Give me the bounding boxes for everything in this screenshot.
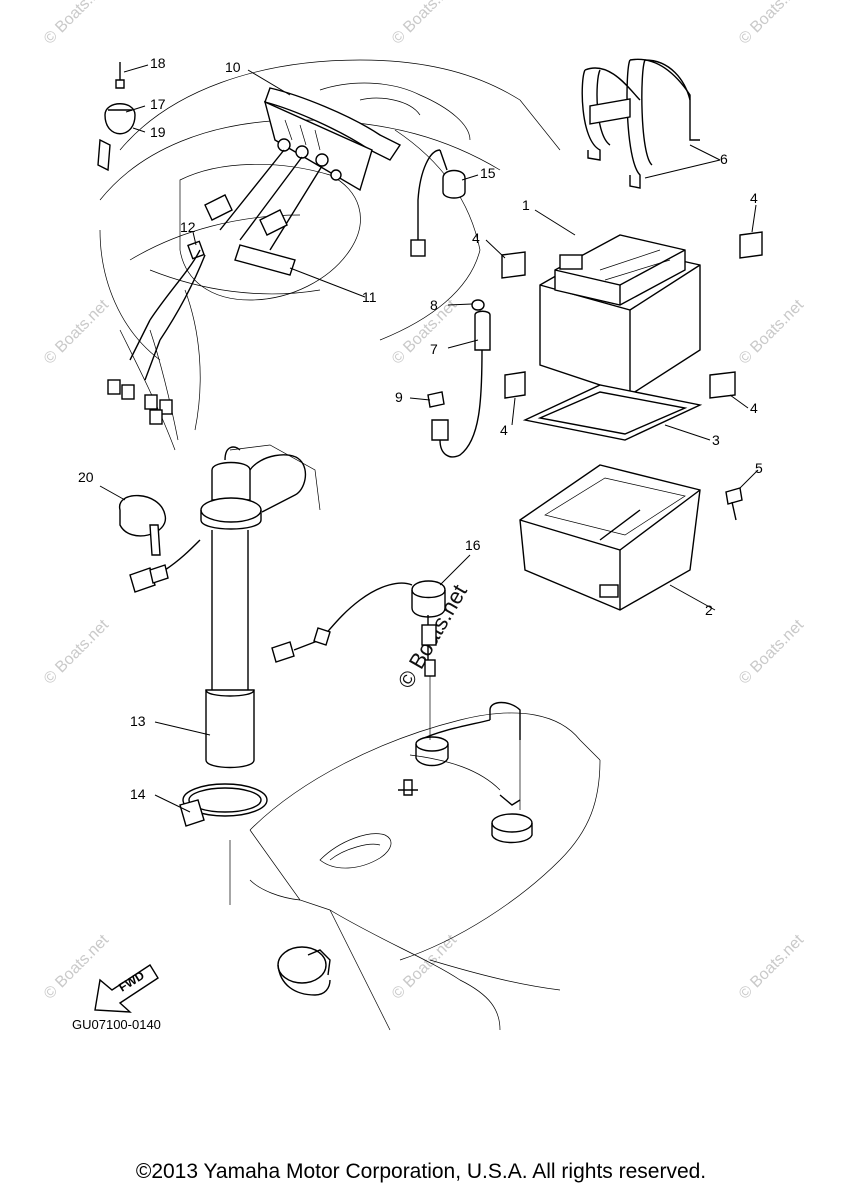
callout-18: 18 <box>150 55 166 71</box>
copyright-text: ©2013 Yamaha Motor Corporation, U.S.A. A… <box>135 1160 707 1183</box>
filler-neck <box>277 946 331 996</box>
callout-20: 20 <box>78 469 94 485</box>
deck-outline <box>229 712 601 1031</box>
sensor-15 <box>410 149 466 257</box>
callout-17: 17 <box>150 96 166 112</box>
fuel-sender <box>271 580 446 677</box>
battery-band <box>581 58 700 189</box>
callout-19: 19 <box>150 124 166 140</box>
fuel-pickup <box>200 444 321 769</box>
left-connectors <box>107 319 173 425</box>
watermark: © Boats.net <box>41 616 113 688</box>
watermark: © Boats.net <box>389 296 461 368</box>
fwd-arrow: FWD <box>94 964 159 1013</box>
fuel-tank-top <box>398 675 533 844</box>
labels-4 <box>501 231 763 399</box>
callout-2: 2 <box>705 602 713 618</box>
callout-4: 4 <box>750 190 758 206</box>
watermark: © Boats.net <box>41 0 113 48</box>
callout-numbers: 1 2 3 4 4 4 4 5 6 7 8 9 10 11 12 13 14 1… <box>78 55 763 802</box>
callout-6: 6 <box>720 151 728 167</box>
meter-unit <box>263 87 402 192</box>
hose-clamp <box>179 783 268 827</box>
battery <box>539 98 701 396</box>
callout-15: 15 <box>480 165 496 181</box>
watermark: © Boats.net <box>736 931 808 1003</box>
vent-hose <box>427 299 491 458</box>
callout-1: 1 <box>522 197 530 213</box>
watermark: © Boats.net <box>736 296 808 368</box>
callout-4: 4 <box>750 400 758 416</box>
watermark: © Boats.net <box>736 616 808 688</box>
watermark: © Boats.net <box>389 0 461 48</box>
callout-8: 8 <box>430 297 438 313</box>
callout-3: 3 <box>712 432 720 448</box>
watermark: © Boats.net <box>389 931 461 1003</box>
battery-box <box>519 464 701 611</box>
callout-7: 7 <box>430 341 438 357</box>
callout-10: 10 <box>225 59 241 75</box>
callout-16: 16 <box>465 537 481 553</box>
watermark: © Boats.net <box>736 0 808 48</box>
meter-harness <box>149 149 323 341</box>
callout-9: 9 <box>395 389 403 405</box>
bolt-5 <box>725 487 743 521</box>
callout-4: 4 <box>500 422 508 438</box>
band-20 <box>119 494 166 556</box>
callout-12: 12 <box>180 219 196 235</box>
callout-14: 14 <box>130 786 146 802</box>
callout-13: 13 <box>130 713 146 729</box>
strap-clamp <box>97 62 136 172</box>
callout-5: 5 <box>755 460 763 476</box>
watermark: © Boats.net <box>41 296 113 368</box>
part-code: GU07100-0140 <box>72 1017 161 1032</box>
sender-connector <box>129 539 201 593</box>
callout-4: 4 <box>472 230 480 246</box>
callout-11: 11 <box>362 289 377 305</box>
leader-lines <box>99 64 759 813</box>
battery-pad <box>522 384 703 441</box>
